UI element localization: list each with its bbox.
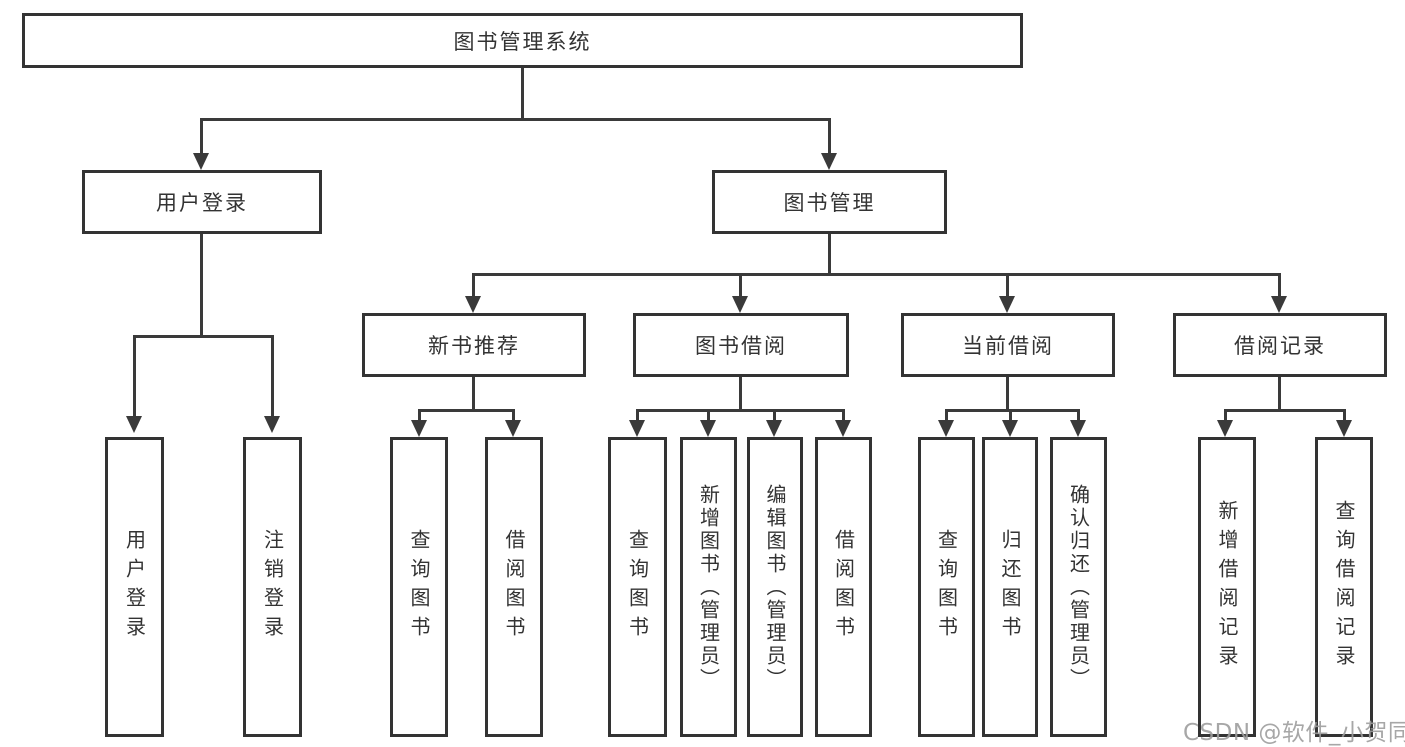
connector-stem-current-borrow <box>1006 377 1009 409</box>
node-book-borrow: 图书借阅 <box>633 313 849 377</box>
connector-arrow-new-books <box>465 276 481 313</box>
connector-arrow-logout <box>264 338 280 433</box>
leaf-cb-query-books-label: 查询图书 <box>934 529 959 645</box>
connector-rail-current-borrow <box>945 409 1080 412</box>
leaf-user-login: 用户登录 <box>105 437 164 737</box>
csdn-watermark: CSDN @软件_小贺同学 <box>1183 720 1405 746</box>
connector-arrow-borrow-records <box>1271 276 1287 313</box>
connector-arrow-user-login <box>193 121 209 170</box>
node-borrow-records: 借阅记录 <box>1173 313 1387 377</box>
node-current-borrow-label: 当前借阅 <box>962 334 1054 358</box>
node-borrow-records-label: 借阅记录 <box>1234 334 1326 358</box>
connector-arrow-nb-query <box>411 412 427 437</box>
connector-arrow-cb-query <box>938 412 954 437</box>
leaf-logout: 注销登录 <box>243 437 302 737</box>
connector-arrow-bb-add <box>700 412 716 437</box>
node-current-borrow: 当前借阅 <box>901 313 1115 377</box>
connector-stem-user-login <box>200 234 203 335</box>
leaf-cb-return-books-label: 归还图书 <box>998 529 1022 645</box>
leaf-nb-query-books-label: 查询图书 <box>407 529 431 645</box>
leaf-bb-borrow-books: 借阅图书 <box>815 437 872 737</box>
leaf-cb-confirm-return-admin: 确认归还（管理员） <box>1050 437 1107 737</box>
node-library-system-label: 图书管理系统 <box>453 29 592 54</box>
node-user-login-label: 用户登录 <box>156 191 248 215</box>
leaf-cb-query-books: 查询图书 <box>918 437 975 737</box>
node-book-borrow-label: 图书借阅 <box>695 334 787 358</box>
leaf-logout-label: 注销登录 <box>260 529 285 645</box>
connector-rail-borrow-records <box>1224 409 1346 412</box>
connector-rail-book-borrow <box>636 409 845 412</box>
connector-arrow-book-mgmt <box>821 121 837 170</box>
connector-stem-book-mgmt <box>828 234 831 273</box>
node-new-books-label: 新书推荐 <box>428 334 520 358</box>
leaf-bb-edit-book-admin: 编辑图书（管理员） <box>747 437 803 737</box>
connector-rail-root <box>200 118 831 121</box>
leaf-nb-borrow-books-label: 借阅图书 <box>502 529 526 645</box>
leaf-bb-borrow-books-label: 借阅图书 <box>831 529 856 645</box>
leaf-bb-query-books: 查询图书 <box>608 437 667 737</box>
leaf-nb-borrow-books: 借阅图书 <box>485 437 543 737</box>
connector-arrow-cb-confirm <box>1070 412 1086 437</box>
node-book-mgmt: 图书管理 <box>712 170 947 234</box>
connector-arrow-br-add <box>1217 412 1233 437</box>
node-library-system: 图书管理系统 <box>22 13 1023 68</box>
node-book-mgmt-label: 图书管理 <box>783 191 876 215</box>
connector-arrow-cb-return <box>1002 412 1018 437</box>
connector-arrow-bb-edit <box>766 412 782 437</box>
connector-arrow-nb-borrow <box>505 412 521 437</box>
connector-rail-user-login <box>133 335 274 338</box>
leaf-br-query-record: 查询借阅记录 <box>1315 437 1373 737</box>
connector-stem-borrow-records <box>1278 377 1281 409</box>
leaf-bb-add-book-admin-label: 新增图书（管理员） <box>696 483 721 691</box>
connector-arrow-login <box>126 338 142 433</box>
leaf-nb-query-books: 查询图书 <box>390 437 448 737</box>
leaf-br-add-record: 新增借阅记录 <box>1198 437 1256 737</box>
leaf-br-query-record-label: 查询借阅记录 <box>1332 500 1356 674</box>
connector-rail-new-books <box>418 409 515 412</box>
connector-stem-book-borrow <box>739 377 742 409</box>
leaf-bb-edit-book-admin-label: 编辑图书（管理员） <box>763 483 787 691</box>
leaf-bb-add-book-admin: 新增图书（管理员） <box>680 437 737 737</box>
connector-arrow-bb-query <box>629 412 645 437</box>
node-user-login: 用户登录 <box>82 170 322 234</box>
connector-stem-root <box>521 68 524 118</box>
node-new-books: 新书推荐 <box>362 313 586 377</box>
connector-arrow-book-borrow <box>732 276 748 313</box>
connector-arrow-bb-borrow <box>835 412 851 437</box>
leaf-br-add-record-label: 新增借阅记录 <box>1215 500 1239 674</box>
leaf-cb-confirm-return-admin-label: 确认归还（管理员） <box>1066 483 1091 691</box>
connector-rail-book-mgmt <box>472 273 1281 276</box>
leaf-user-login-label: 用户登录 <box>122 529 147 645</box>
connector-arrow-br-query <box>1336 412 1352 437</box>
connector-arrow-current-borrow <box>999 276 1015 313</box>
connector-stem-new-books <box>472 377 475 409</box>
leaf-bb-query-books-label: 查询图书 <box>625 529 650 645</box>
leaf-cb-return-books: 归还图书 <box>982 437 1038 737</box>
